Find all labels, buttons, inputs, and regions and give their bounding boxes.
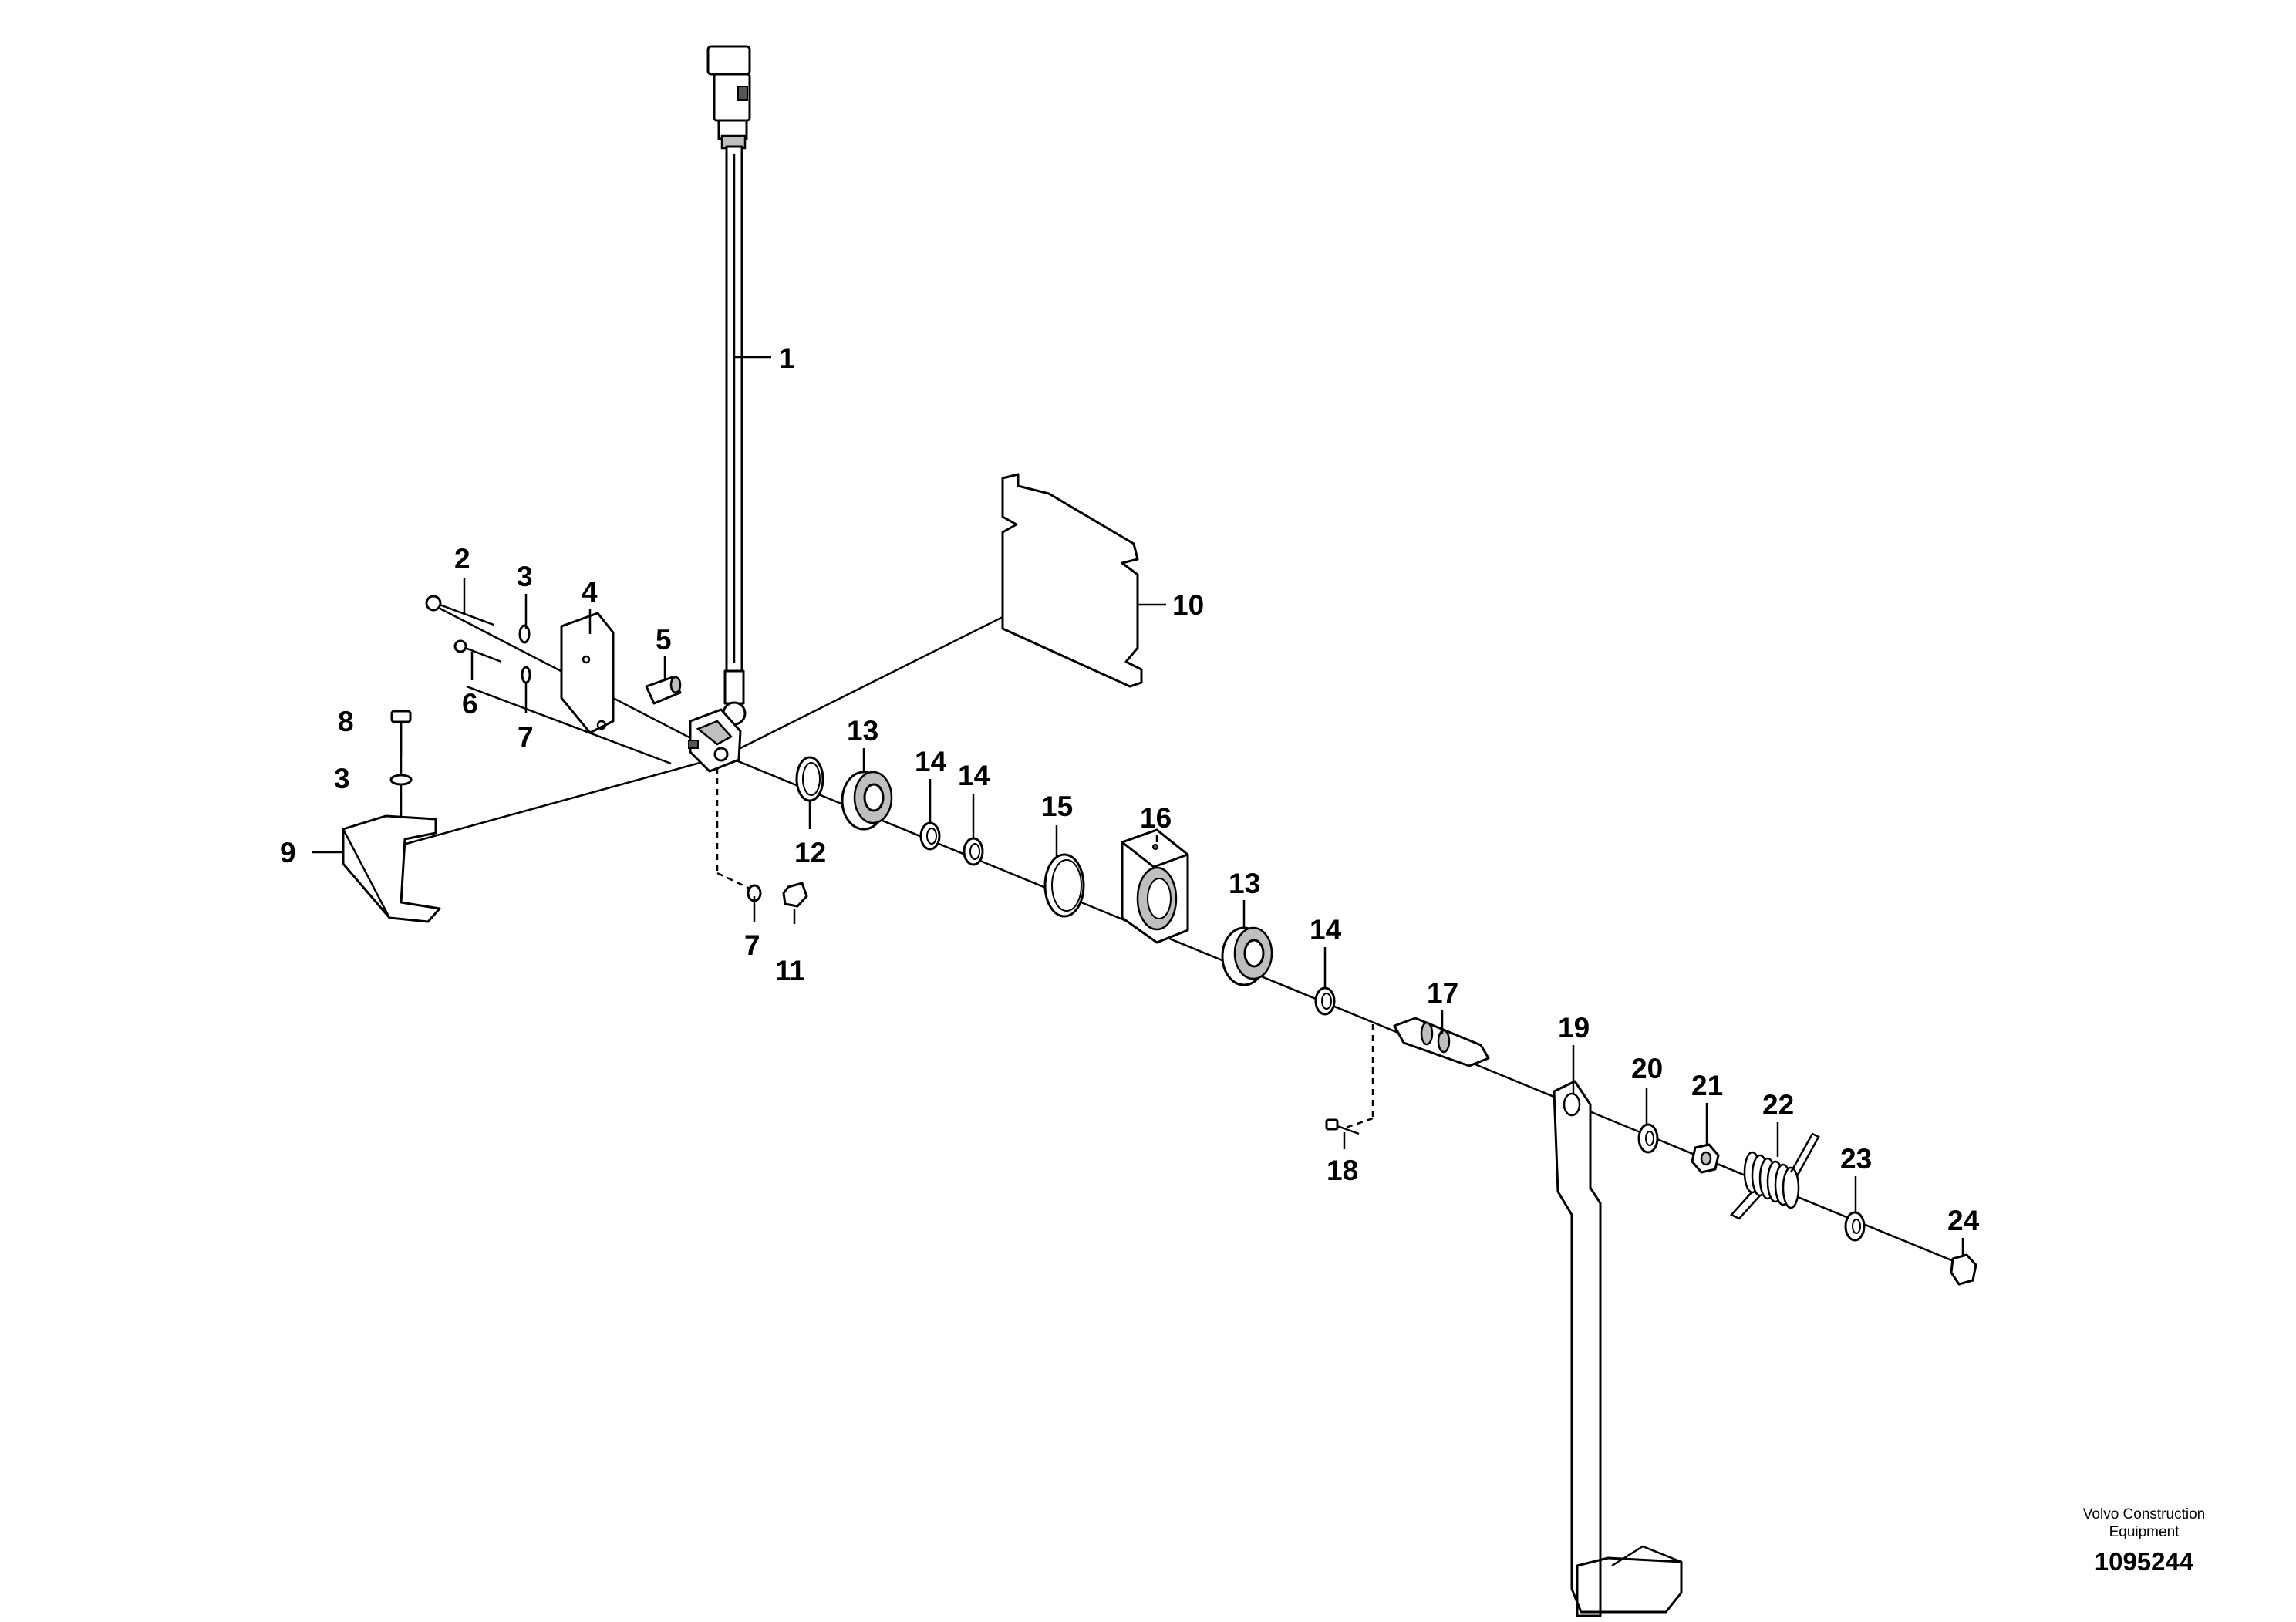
- part-11-nut: [782, 882, 808, 908]
- part-13-bearing-b: [1221, 926, 1273, 986]
- part-3-washer-upper: [518, 624, 531, 644]
- part-20-washer: [1637, 1123, 1659, 1154]
- publisher-line-2: Equipment: [2109, 1524, 2180, 1540]
- label-part-1: 1: [779, 342, 795, 374]
- label-part-20: 20: [1631, 1053, 1663, 1084]
- part-17-shaft: [1393, 1017, 1490, 1067]
- part-14-shim-b: [963, 837, 984, 866]
- sensor-block: [688, 708, 742, 773]
- label-part-15: 15: [1041, 791, 1073, 822]
- label-part-7-lower: 7: [744, 929, 760, 961]
- part-14-shim-c: [1314, 986, 1336, 1016]
- label-part-16: 16: [1140, 802, 1172, 834]
- drawing-number: 1095244: [2094, 1547, 2194, 1576]
- label-part-9: 9: [280, 837, 296, 868]
- label-part-21: 21: [1691, 1070, 1723, 1101]
- part-4-plate: [560, 612, 615, 734]
- part-2-bolt: [425, 595, 494, 626]
- part-18-pin: [1325, 1118, 1360, 1135]
- part-16-bearing-housing: [1121, 828, 1189, 944]
- part-8-bolt: [390, 710, 412, 756]
- label-part-3-lower: 3: [334, 763, 350, 794]
- part-13-bearing-a: [841, 771, 893, 831]
- part-7-washer-upper: [521, 666, 531, 684]
- part-12-snap-ring: [795, 756, 824, 802]
- label-part-24: 24: [1947, 1205, 1980, 1236]
- label-part-14-a: 14: [915, 746, 947, 777]
- publisher-name: Volvo Construction Equipment: [2052, 1506, 2237, 1541]
- label-part-10: 10: [1172, 589, 1204, 621]
- callout-labels: 1 2 3 4 5 6 7 8 3 9 10 7 11 12 13 14 14 …: [280, 342, 1980, 1236]
- label-part-23: 23: [1840, 1143, 1872, 1175]
- label-part-8: 8: [338, 706, 354, 737]
- label-part-14-b: 14: [958, 760, 990, 791]
- part-3-washer-lower: [389, 774, 413, 786]
- label-part-13-a: 13: [847, 715, 878, 747]
- label-part-6: 6: [462, 688, 478, 720]
- publisher-line-1: Volvo Construction: [2082, 1506, 2206, 1523]
- label-part-18: 18: [1327, 1155, 1358, 1186]
- leader-lines: [312, 356, 1964, 1256]
- label-part-14-c: 14: [1310, 914, 1342, 946]
- label-part-3-upper: 3: [517, 561, 533, 592]
- part-24-bolt: [1950, 1253, 1977, 1286]
- label-part-4: 4: [582, 576, 598, 608]
- label-part-5: 5: [656, 624, 672, 656]
- label-part-12: 12: [794, 837, 826, 868]
- label-part-11: 11: [775, 955, 805, 986]
- part-9-bracket: [342, 814, 441, 923]
- label-part-7-upper: 7: [518, 721, 534, 753]
- part-14-shim-a: [919, 821, 941, 851]
- part-15-circlip: [1043, 853, 1085, 918]
- label-part-13-b: 13: [1229, 868, 1260, 899]
- part-19-pedal-lever: [1553, 1080, 1683, 1617]
- label-part-2: 2: [454, 543, 470, 575]
- part-6-screw: [453, 639, 502, 663]
- part-21-nut: [1691, 1143, 1720, 1174]
- part-23-washer: [1844, 1211, 1866, 1242]
- label-part-19: 19: [1558, 1012, 1590, 1044]
- part-5-spacer: [645, 676, 682, 705]
- label-part-22: 22: [1762, 1089, 1794, 1121]
- label-part-17: 17: [1427, 977, 1458, 1009]
- part-1-sensor-harness: [706, 45, 751, 726]
- part-10-mounting-plate: [1001, 473, 1143, 688]
- part-22-spring: [1729, 1132, 1820, 1220]
